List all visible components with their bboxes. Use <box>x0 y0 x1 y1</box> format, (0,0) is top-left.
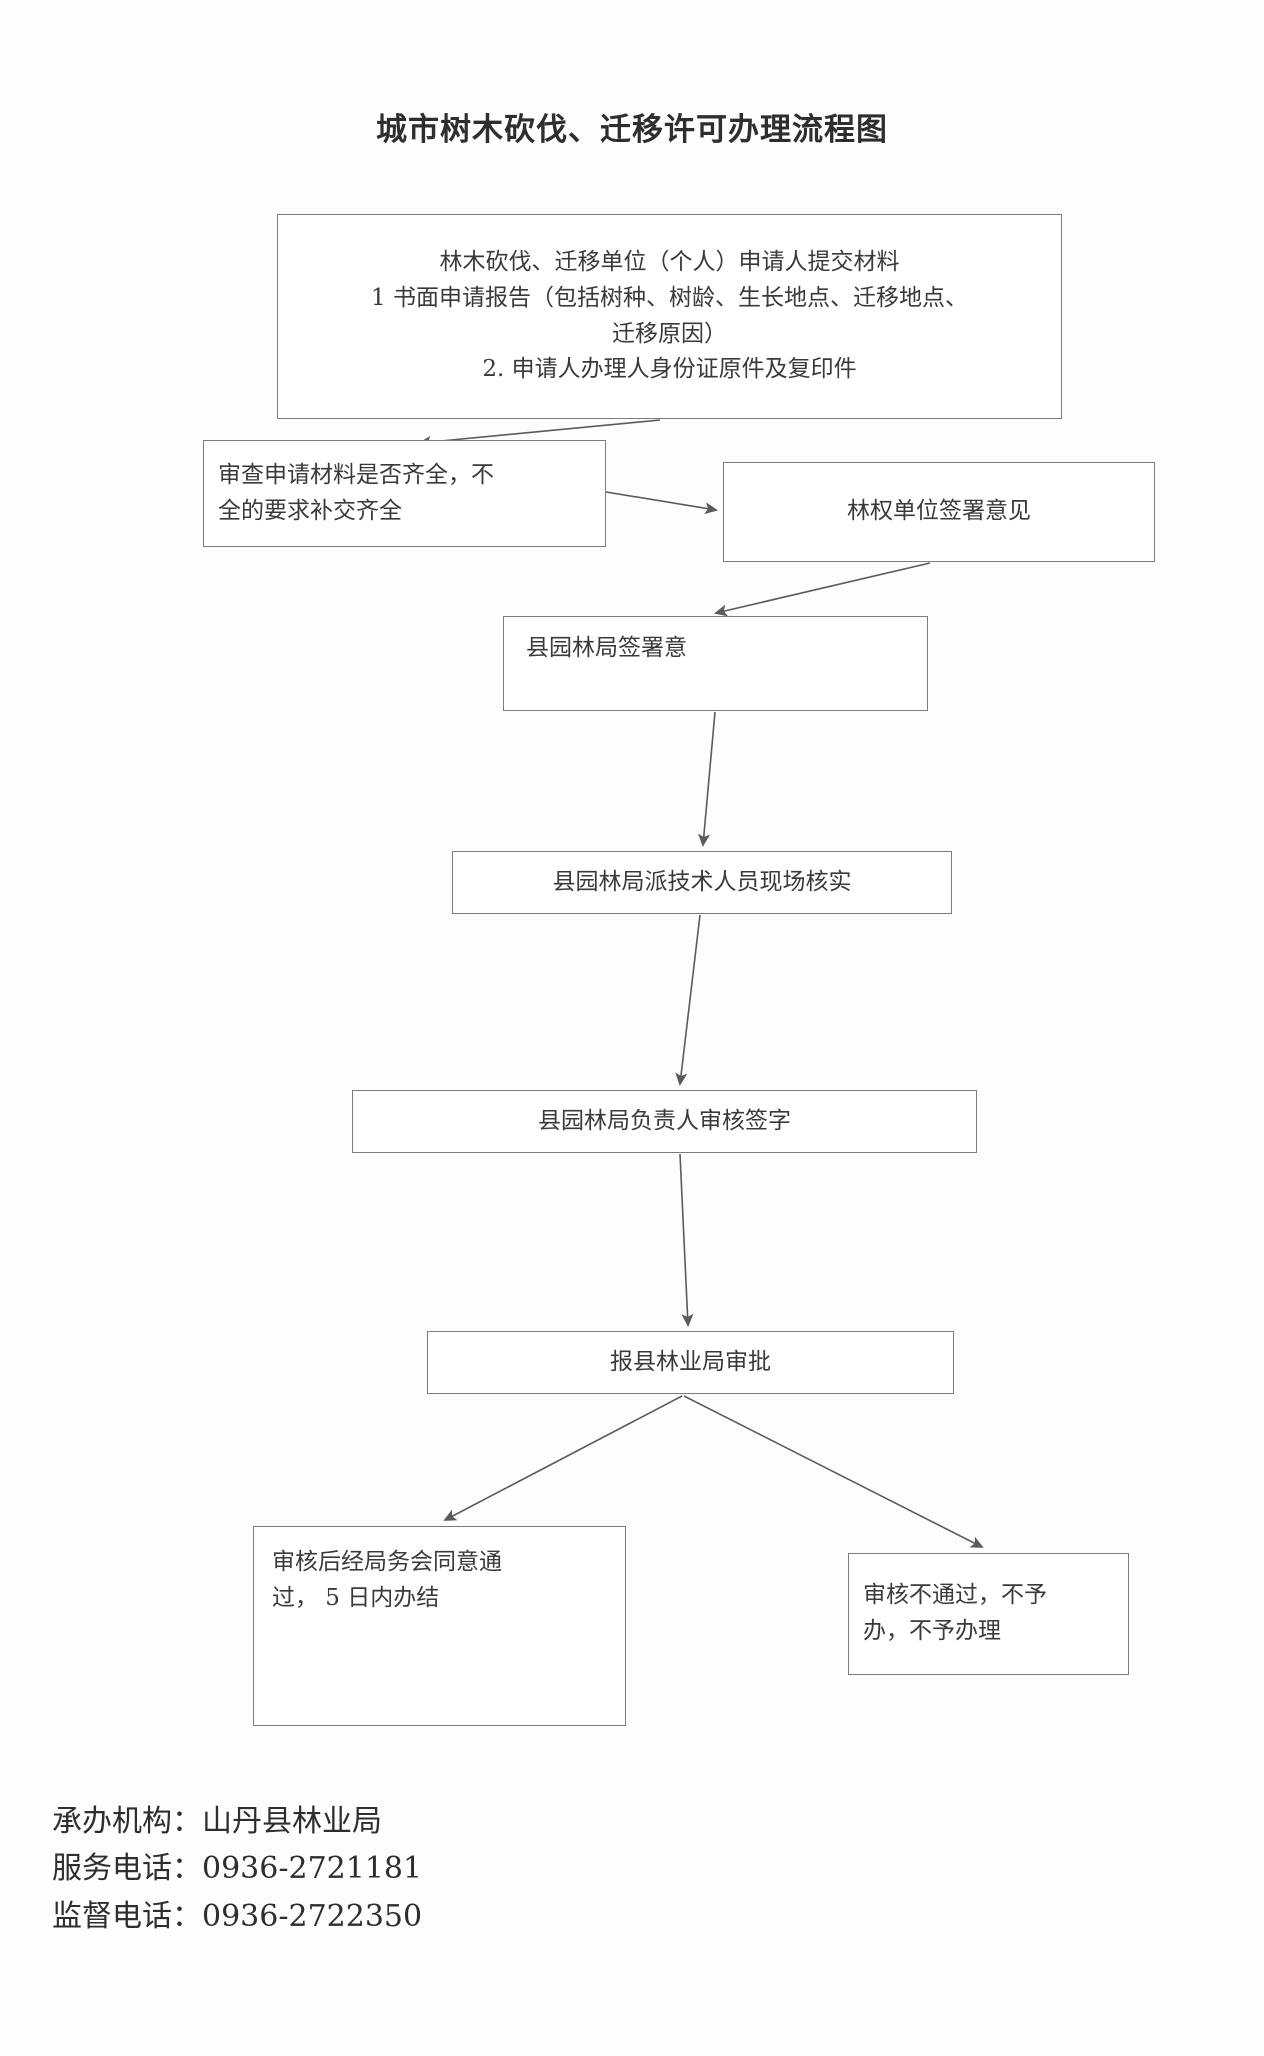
edge-forest-to-garden <box>714 562 931 617</box>
node-onsite-verification[interactable]: 县园林局派技术人员现场核实 <box>452 851 952 914</box>
footer-service-phone: 服务电话：0936-2721181 <box>52 1851 423 1887</box>
node-submit-to-forestry-bureau-label: 报县林业局审批 <box>610 1348 771 1375</box>
page-title: 城市树木砍伐、迁移许可办理流程图 <box>376 112 888 148</box>
node-leader-signature-label: 县园林局负责人审核签字 <box>538 1107 791 1134</box>
edge-approve-to-pass <box>443 1395 683 1521</box>
node-submit-materials[interactable]: 林木砍伐、迁移单位（个人）申请人提交材料 1 书面申请报告（包括树种、树龄、生长… <box>277 214 1062 419</box>
edge-review-to-forest <box>605 491 718 515</box>
node-review-completeness[interactable]: 审查申请材料是否齐全，不 全的要求补交齐全 <box>203 440 606 547</box>
node-submit-materials-label: 林木砍伐、迁移单位（个人）申请人提交材料 1 书面申请报告（包括树种、树龄、生长… <box>371 249 968 383</box>
node-garden-bureau-opinion[interactable]: 县园林局签署意 <box>503 616 928 711</box>
node-rejected-outcome-label: 审核不通过，不予 办，不予办理 <box>863 1582 1047 1644</box>
footer-supervision-phone: 监督电话：0936-2722350 <box>52 1898 423 1934</box>
edge-tech-to-sign <box>675 914 701 1086</box>
node-leader-signature[interactable]: 县园林局负责人审核签字 <box>352 1090 977 1153</box>
edge-garden-to-tech <box>698 711 716 847</box>
edge-sign-to-approve <box>679 1153 694 1327</box>
footer-agency: 承办机构：山丹县林业局 <box>52 1804 382 1839</box>
node-rejected-outcome[interactable]: 审核不通过，不予 办，不予办理 <box>848 1553 1129 1675</box>
node-forest-rights-unit-opinion[interactable]: 林权单位签署意见 <box>723 462 1155 562</box>
node-forest-rights-unit-opinion-label: 林权单位签署意见 <box>847 498 1031 525</box>
node-approved-outcome-label: 审核后经局务会同意通 过， 5 日内办结 <box>272 1549 502 1611</box>
node-approved-outcome[interactable]: 审核后经局务会同意通 过， 5 日内办结 <box>253 1526 626 1726</box>
edge-approve-to-fail <box>683 1395 984 1548</box>
node-review-completeness-label: 审查申请材料是否齐全，不 全的要求补交齐全 <box>218 461 494 524</box>
footer-contact-block: 承办机构：山丹县林业局 服务电话：0936-2721181 监督电话：0936-… <box>52 1798 422 1940</box>
node-garden-bureau-opinion-label: 县园林局签署意 <box>526 635 687 661</box>
node-submit-to-forestry-bureau[interactable]: 报县林业局审批 <box>427 1331 954 1394</box>
node-onsite-verification-label: 县园林局派技术人员现场核实 <box>552 868 852 895</box>
